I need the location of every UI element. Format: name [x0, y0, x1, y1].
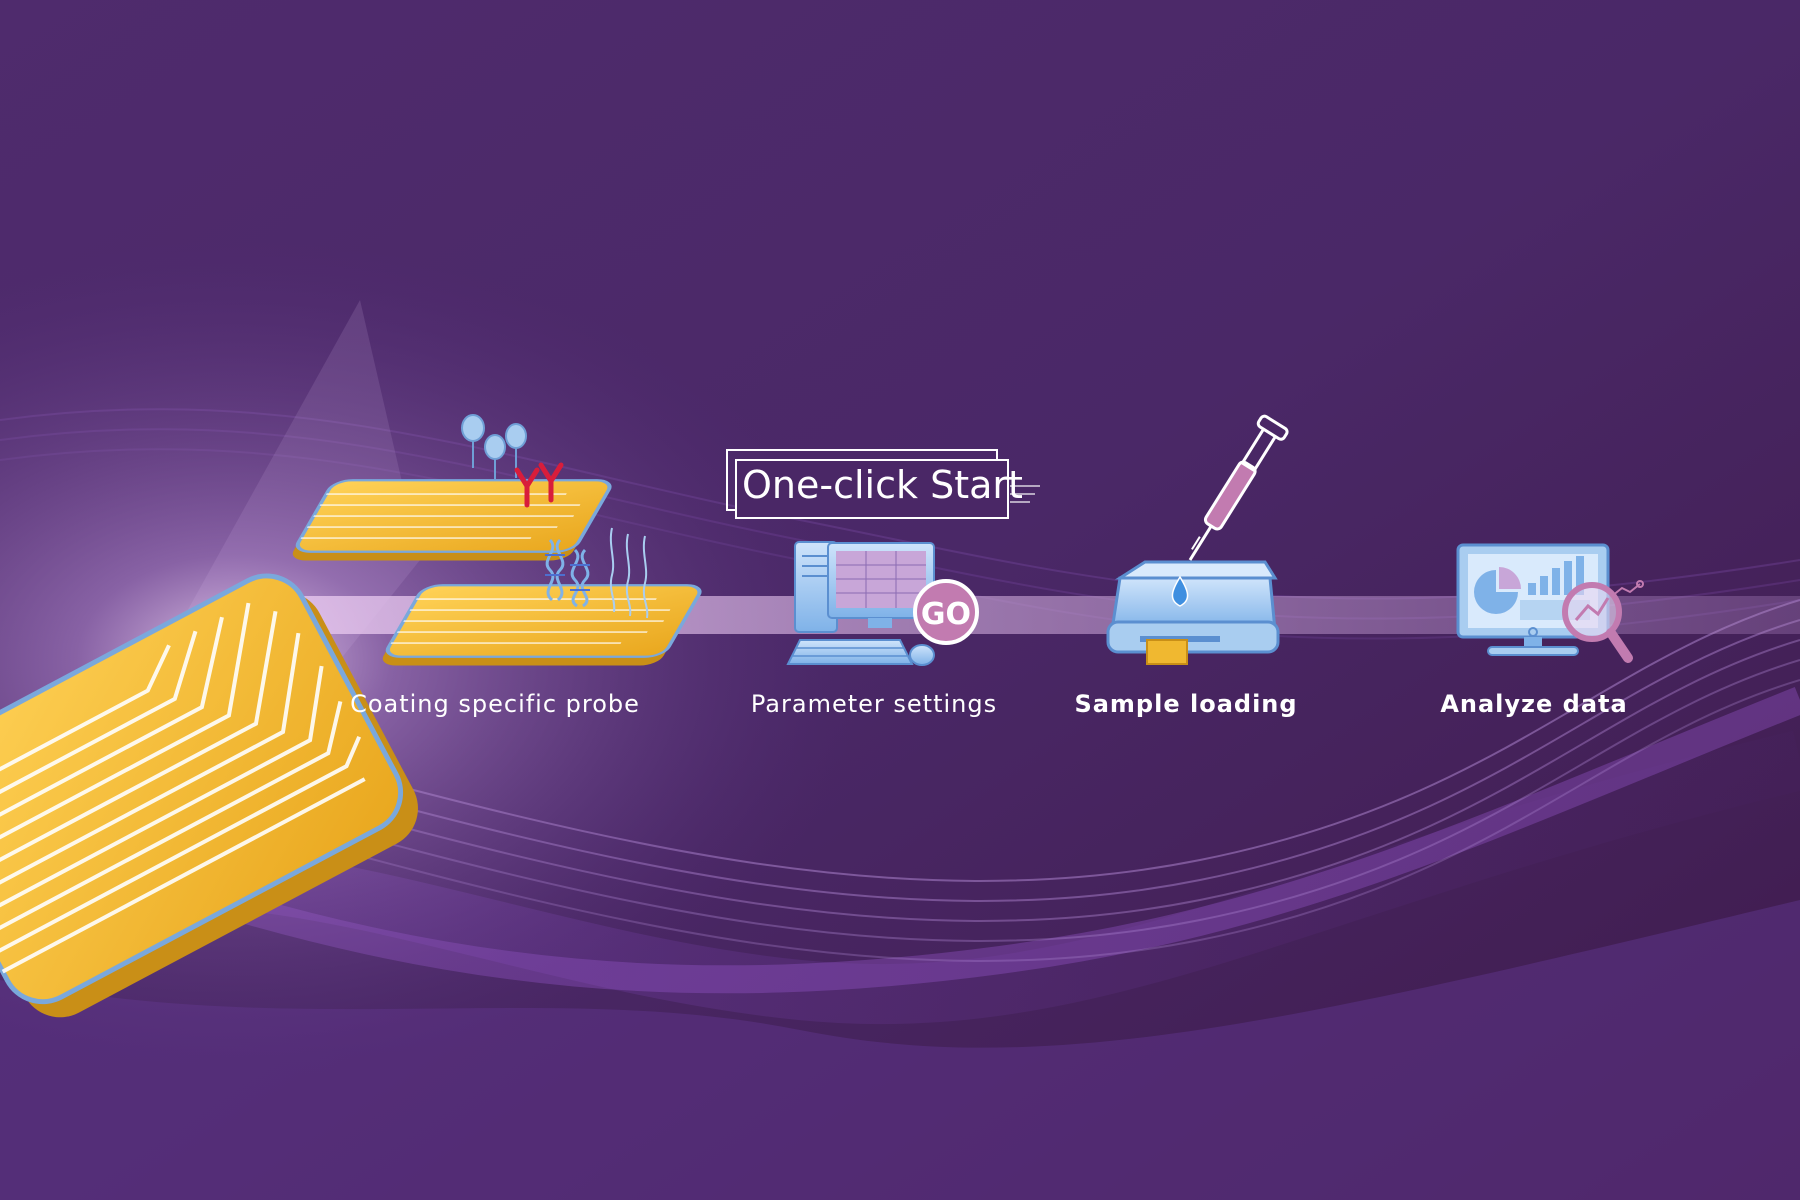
large-chip-icon	[0, 573, 418, 1018]
step-label-coating: Coating specific probe	[350, 690, 640, 718]
step-label-sample-loading: Sample loading	[1074, 690, 1298, 718]
one-click-start-label: One-click Start	[742, 463, 1023, 507]
go-badge[interactable]: GO	[913, 579, 979, 645]
probe-chips-icon	[292, 414, 702, 666]
pipette-reader-icon	[1106, 414, 1289, 665]
data-monitor-icon	[1456, 543, 1644, 663]
go-badge-label: GO	[921, 597, 971, 632]
step-label-analyze-data: Analyze data	[1440, 690, 1628, 718]
one-click-start-button[interactable]	[726, 449, 1040, 519]
step-label-parameter-settings: Parameter settings	[750, 690, 998, 718]
computer-icon	[786, 541, 935, 666]
